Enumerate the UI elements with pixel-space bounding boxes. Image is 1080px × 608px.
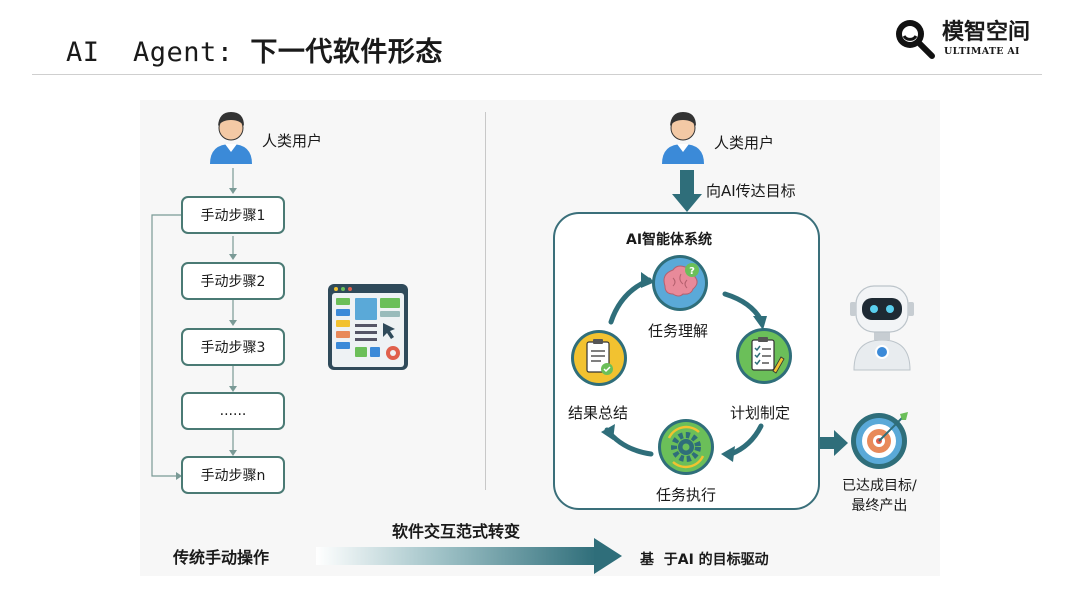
manual-step-1: 手动步骤1 [181, 196, 285, 234]
cycle-plan-label: 计划制定 [730, 404, 791, 422]
user-icon-right [662, 112, 704, 164]
to-label: 基 于AI 的目标驱动 [640, 552, 769, 568]
title-main: 下一代软件形态 [250, 37, 443, 68]
app-window-icon [328, 284, 408, 370]
title-prefix: AI Agent: [66, 37, 234, 68]
magnifier-logo-icon [896, 20, 935, 59]
goal-arrow-label: 向AI传达目标 [706, 182, 796, 200]
goal-down-arrow [672, 170, 702, 212]
left-flow-connectors [151, 168, 237, 480]
manual-step-ellipsis: ...... [181, 392, 285, 430]
gear-icon [658, 419, 714, 475]
logo-brand-text: 模智空间 [942, 20, 1031, 45]
paradigm-shift-arrow [316, 538, 622, 574]
brain-icon: ? [652, 255, 708, 311]
user-icon [210, 112, 252, 164]
logo-sub-text: ULTIMATE AI [944, 46, 1020, 57]
manual-step-2: 手动步骤2 [181, 262, 285, 300]
cycle-summary-label: 结果总结 [568, 404, 629, 422]
title-divider [32, 74, 1042, 75]
target-icon [851, 412, 908, 469]
left-user-label: 人类用户 [262, 132, 323, 150]
robot-icon [850, 285, 914, 371]
clipboard-icon [571, 330, 627, 386]
page-title: AI Agent: 下一代软件形态 [66, 30, 443, 69]
right-user-label: 人类用户 [714, 134, 775, 152]
outcome-label: 已达成目标/ 最终产出 [842, 478, 917, 514]
shift-label: 软件交互范式转变 [392, 522, 521, 541]
checklist-icon [736, 328, 792, 384]
ai-system-title: AI智能体系统 [626, 232, 713, 248]
cycle-understand-label: 任务理解 [648, 322, 709, 340]
outcome-arrow [820, 430, 848, 456]
cycle-execute-label: 任务执行 [656, 486, 717, 504]
brand-logo: 模智空间 ULTIMATE AI [892, 14, 1052, 62]
panel-divider [485, 112, 486, 490]
cycle-arrows [601, 272, 767, 462]
svg-text:?: ? [689, 266, 695, 277]
from-label: 传统手动操作 [173, 548, 270, 567]
manual-step-n: 手动步骤n [181, 456, 285, 494]
manual-step-3: 手动步骤3 [181, 328, 285, 366]
